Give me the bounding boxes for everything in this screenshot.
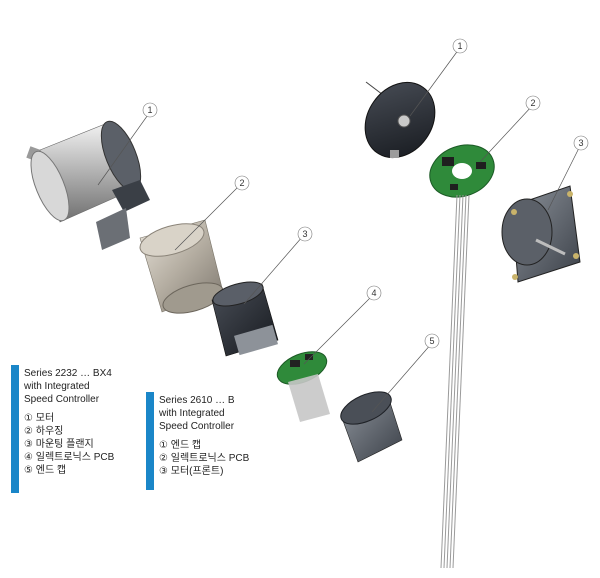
- legend-item: ② 일렉트로닉스 PCB: [159, 453, 250, 464]
- left-callout-2: 2: [239, 178, 244, 188]
- legend-item: ② 하우징: [24, 426, 64, 437]
- right-ribbon-cable: [440, 194, 470, 569]
- legend-item: ① 엔드 캡: [159, 440, 202, 451]
- legend-title-line: Speed Controller: [24, 394, 100, 405]
- right-callout-3: 3: [578, 138, 583, 148]
- left-housing-part: [139, 219, 224, 314]
- legend-item: ④ 일렉트로닉스 PCB: [24, 452, 115, 463]
- left-callout-1: 1: [147, 105, 152, 115]
- legend-item: ③ 마운팅 플랜지: [24, 439, 94, 450]
- legend-title-line: with Integrated: [159, 408, 225, 419]
- legend-title-line: Speed Controller: [159, 421, 235, 432]
- left-callout-4: 4: [371, 288, 376, 298]
- legend-item: ① 모터: [24, 413, 55, 424]
- legend-title-line: Series 2610 … B: [159, 395, 235, 406]
- legend-accent-bar: [146, 392, 154, 490]
- right-callout-circles: [452, 38, 589, 151]
- right-pcb-part: [429, 144, 495, 198]
- left-callout-circles: [142, 102, 440, 349]
- left-end-cap-part: [340, 391, 403, 463]
- right-end-cap-part: [364, 81, 436, 159]
- right-motor-part: [501, 185, 581, 283]
- right-callout-1: 1: [457, 41, 462, 51]
- left-pcb-part: [276, 351, 330, 422]
- legend-series-2232: Series 2232 … BX4 with Integrated Speed …: [11, 365, 141, 493]
- legend-title-line: Series 2232 … BX4: [24, 368, 112, 379]
- legend-title-line: with Integrated: [24, 381, 90, 392]
- right-callout-2: 2: [530, 98, 535, 108]
- left-mounting-flange-part: [211, 281, 279, 357]
- left-callout-5: 5: [429, 336, 434, 346]
- legend-item: ③ 모터(프론트): [159, 466, 224, 477]
- legend-item: ⑤ 엔드 캡: [24, 465, 67, 476]
- left-motor-part: [26, 120, 150, 250]
- legend-accent-bar: [11, 365, 19, 493]
- left-callout-3: 3: [302, 229, 307, 239]
- left-callout-lines: [97, 111, 433, 413]
- right-callout-lines: [409, 48, 581, 211]
- legend-series-2610: Series 2610 … B with Integrated Speed Co…: [146, 392, 276, 490]
